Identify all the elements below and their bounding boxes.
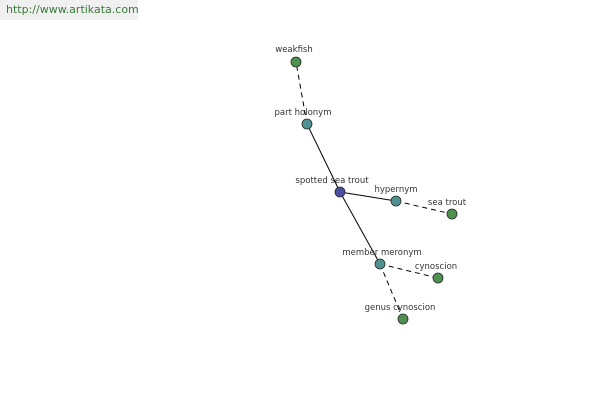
nodes-layer — [290, 56, 458, 325]
node-hypernym[interactable] — [390, 195, 402, 207]
edge-part-holonym-to-weakfish — [295, 61, 308, 125]
node-label-weakfish: weakfish — [275, 45, 312, 55]
node-label-genus-cynoscion: genus cynoscion — [365, 303, 436, 313]
node-cynoscion[interactable] — [432, 272, 444, 284]
edges-layer — [295, 61, 453, 320]
node-label-hypernym: hypernym — [374, 185, 417, 195]
node-label-cynoscion: cynoscion — [415, 262, 457, 272]
edge-member-meronym-to-cynoscion — [379, 263, 439, 279]
edge-hypernym-to-sea-trout — [395, 200, 453, 215]
node-label-spotted-sea-trout: spotted sea trout — [295, 176, 369, 186]
node-spotted-sea-trout[interactable] — [334, 186, 346, 198]
watermark-url: http://www.artikata.com — [0, 0, 139, 20]
edge-spotted-sea-trout-to-part-holonym — [306, 123, 341, 193]
edge-spotted-sea-trout-to-member-meronym — [339, 191, 381, 265]
node-label-sea-trout: sea trout — [428, 198, 467, 208]
node-weakfish[interactable] — [290, 56, 302, 68]
node-genus-cynoscion[interactable] — [397, 313, 409, 325]
node-member-meronym[interactable] — [374, 258, 386, 270]
labels-layer: weakfish part holonym spotted sea trout hyp… — [275, 45, 467, 313]
node-sea-trout[interactable] — [446, 208, 458, 220]
edge-member-meronym-to-genus-cynoscion — [379, 263, 404, 320]
node-label-part-holonym: part holonym — [275, 108, 332, 118]
edge-spotted-sea-trout-to-hypernym — [339, 191, 397, 202]
node-part-holonym[interactable] — [301, 118, 313, 130]
node-label-member-meronym: member meronym — [342, 248, 421, 258]
